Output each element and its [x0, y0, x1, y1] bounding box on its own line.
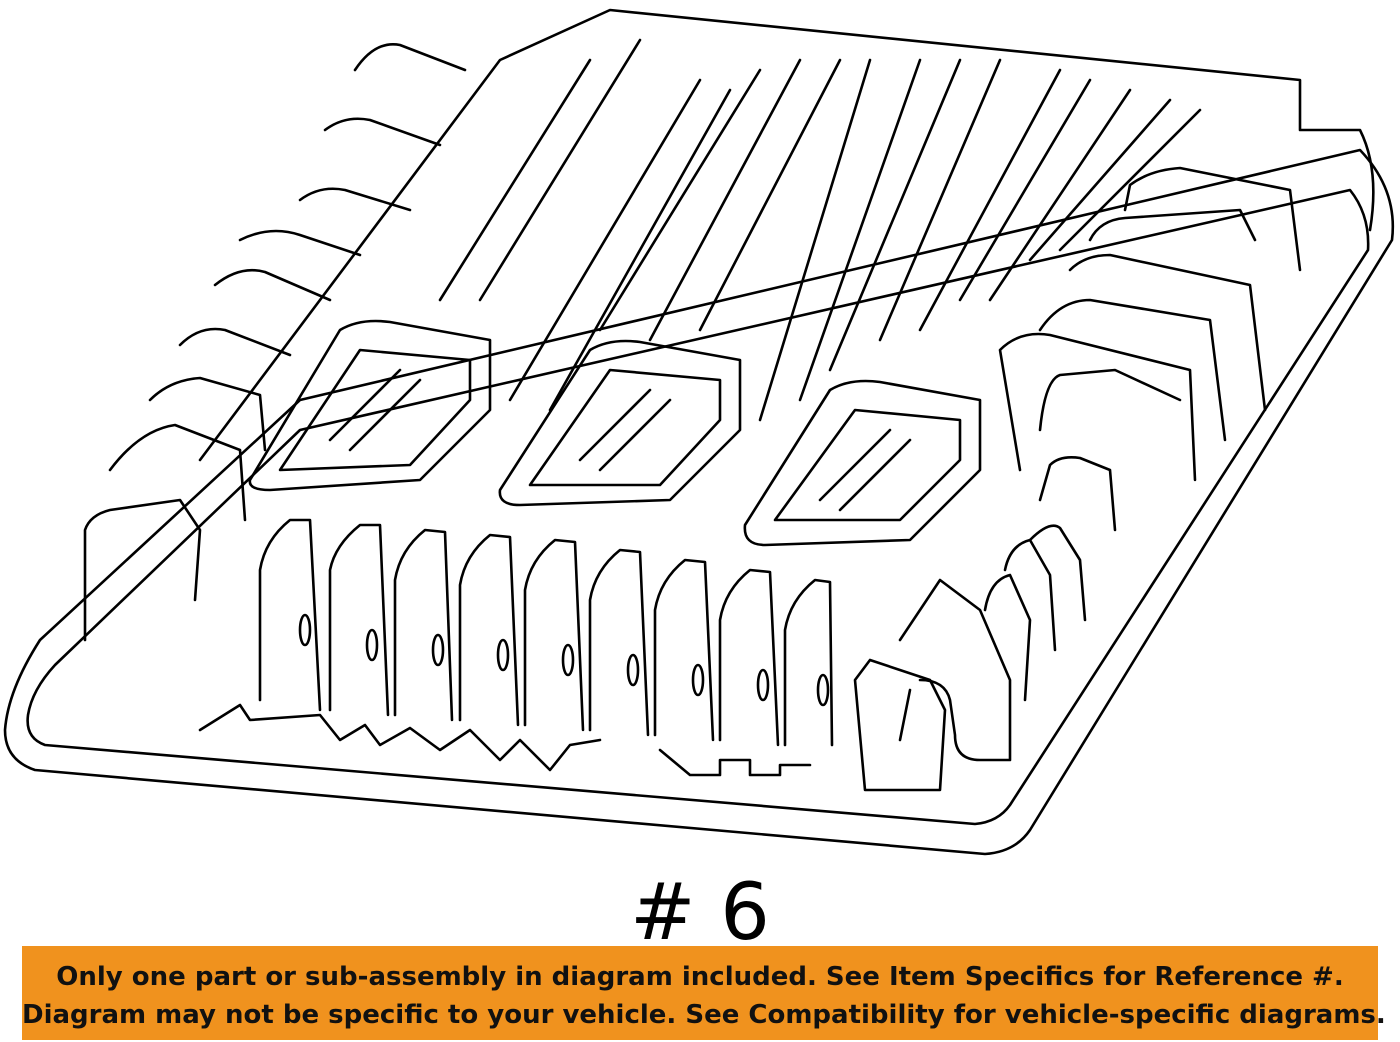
connector-housing-3-inner [773, 408, 962, 522]
connector-housing-1 [248, 319, 492, 492]
right-fin-1 [998, 332, 1197, 482]
left-fin-3 [148, 376, 267, 452]
connector-pin [598, 398, 672, 472]
top-rib [478, 38, 642, 302]
disclaimer-line-2: Diagram may not be specific to your vehi… [22, 1000, 1386, 1030]
connector-housing-1-inner [278, 348, 472, 472]
top-rib [958, 78, 1092, 302]
left-fin-6 [238, 229, 362, 257]
connector-housing-2-inner [528, 368, 722, 487]
part-reference-number: # 6 [630, 868, 770, 958]
top-rib [1028, 98, 1172, 262]
right-front-block [898, 578, 1012, 762]
connector-housing-2 [498, 339, 742, 507]
base-plate-inner-rim [26, 188, 1370, 826]
connector-pin [818, 428, 892, 502]
right-fin-3 [1038, 298, 1227, 442]
base-plate-outer-rim [3, 148, 1395, 856]
right-fin-9 [1003, 538, 1057, 652]
top-rib [828, 58, 962, 372]
top-rib [878, 58, 1002, 342]
right-fin-7 [1038, 456, 1117, 532]
connector-pin [348, 378, 422, 452]
top-rib [758, 58, 872, 422]
top-rib [1058, 108, 1202, 252]
right-fin-8 [1028, 524, 1087, 622]
top-rib [698, 58, 842, 332]
top-rib [508, 78, 702, 402]
left-fin-4 [178, 327, 292, 357]
top-rib [988, 88, 1132, 302]
top-rib [648, 58, 802, 342]
top-rib [918, 68, 1062, 332]
top-rib [548, 88, 732, 412]
right-fin-5 [1088, 208, 1257, 242]
top-rib [438, 58, 592, 302]
housing-top-outline [198, 8, 1375, 462]
connector-pin [578, 388, 652, 462]
connector-housing-3 [743, 379, 982, 547]
front-fin-row [258, 518, 834, 747]
disclaimer-banner: Only one part or sub-assembly in diagram… [22, 946, 1386, 1040]
top-rib [598, 68, 762, 332]
left-fin-7 [298, 187, 412, 212]
left-fin-2 [108, 423, 247, 522]
right-fin-2 [1038, 368, 1182, 432]
left-fin-8 [323, 117, 442, 147]
right-front-tab [853, 658, 947, 792]
left-fin-1 [83, 498, 202, 642]
right-front-edge [898, 688, 912, 742]
right-fin-6 [1123, 166, 1302, 272]
connector-pin [838, 438, 912, 512]
right-fin-4 [1068, 253, 1267, 412]
right-fin-10 [983, 573, 1032, 702]
bottom-zigzag [198, 703, 602, 772]
left-fin-9 [353, 42, 467, 72]
bottom-tabs [658, 748, 812, 777]
disclaimer-line-1: Only one part or sub-assembly in diagram… [56, 962, 1344, 992]
connector-pin [328, 368, 402, 442]
top-rib [798, 58, 922, 402]
left-fin-5 [213, 268, 332, 302]
